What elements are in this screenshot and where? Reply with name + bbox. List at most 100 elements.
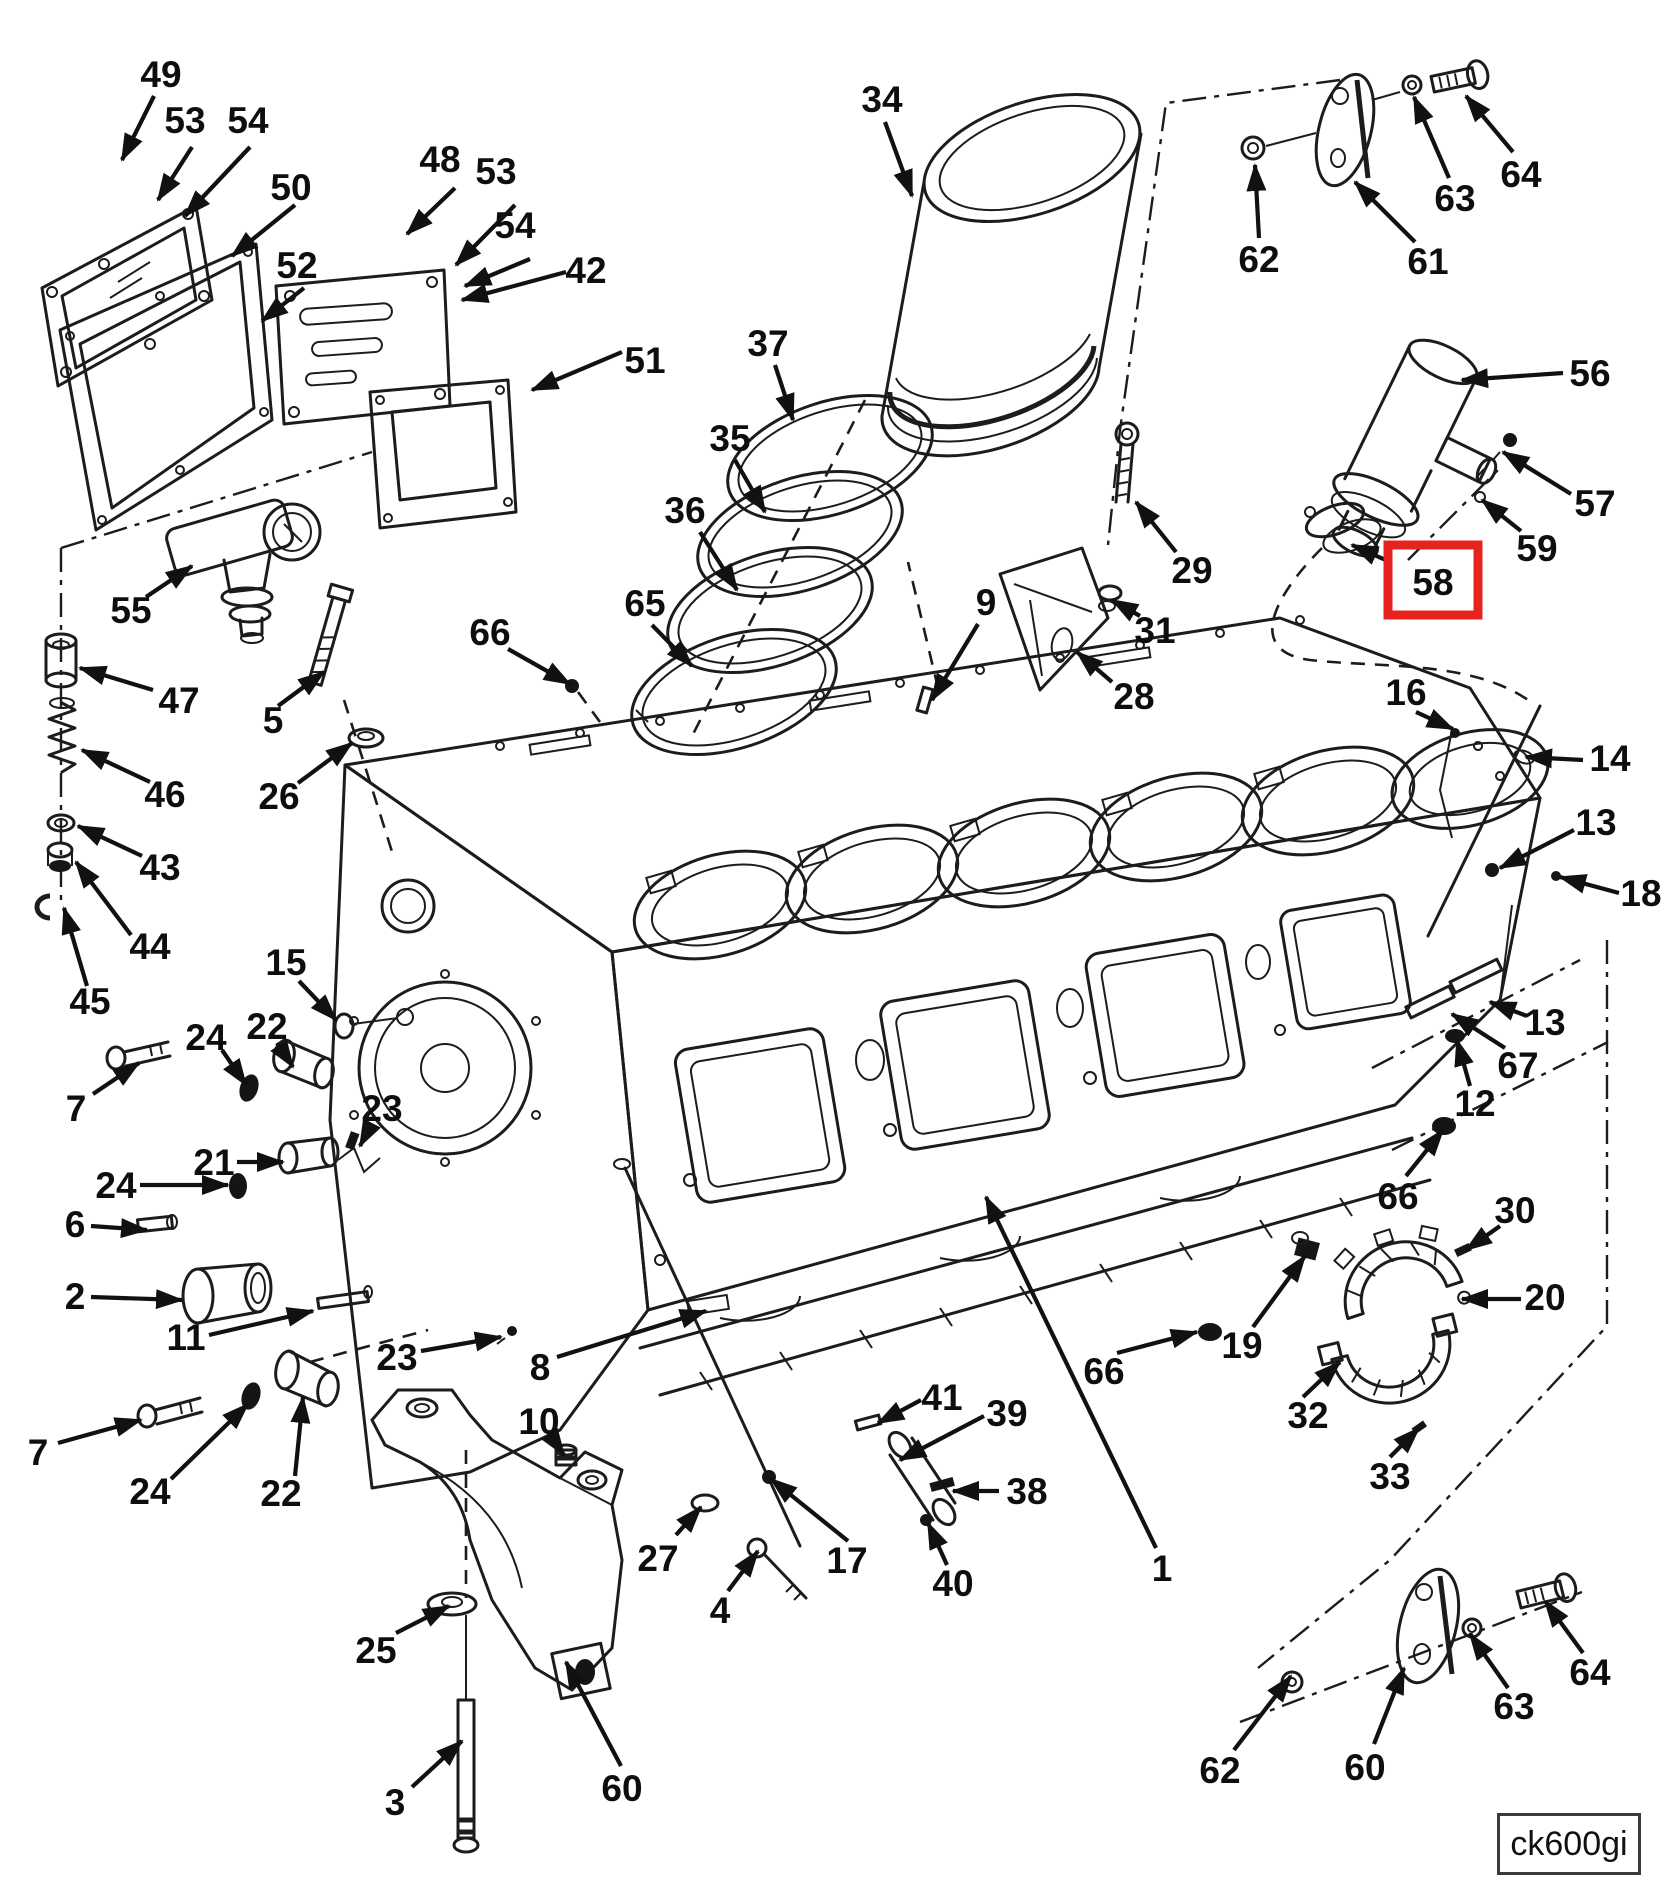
leader-3 bbox=[410, 1739, 464, 1789]
bolt-7-lower bbox=[136, 1396, 204, 1429]
leader-60b bbox=[1372, 1666, 1406, 1745]
piston-ring-36 bbox=[666, 545, 874, 675]
leader-23a bbox=[358, 1118, 381, 1148]
plug-66-right bbox=[1432, 1117, 1456, 1135]
engine-block-1 bbox=[328, 615, 1550, 1490]
leader-18 bbox=[1558, 874, 1620, 896]
part-label-22b: 22 bbox=[260, 1473, 301, 1514]
leader-lines bbox=[57, 94, 1620, 1789]
part-label-60b: 60 bbox=[1344, 1747, 1385, 1788]
leader-57 bbox=[1501, 450, 1573, 496]
leader-13b bbox=[1488, 1000, 1528, 1021]
leader-11 bbox=[208, 1307, 315, 1338]
plug-19 bbox=[1291, 1231, 1320, 1261]
part-label-34: 34 bbox=[861, 79, 903, 120]
leader-25 bbox=[395, 1604, 451, 1635]
part-label-47: 47 bbox=[158, 680, 199, 721]
washer-27 bbox=[690, 1493, 720, 1513]
part-label-13b: 13 bbox=[1524, 1002, 1565, 1043]
accessory-plate-42 bbox=[274, 268, 452, 426]
leader-51 bbox=[530, 350, 623, 392]
bolt-4 bbox=[746, 1537, 808, 1601]
leader-30 bbox=[1464, 1224, 1502, 1252]
part-label-22a: 22 bbox=[246, 1006, 287, 1047]
bearing-shell-32 bbox=[1316, 1312, 1459, 1405]
part-label-2: 2 bbox=[65, 1276, 86, 1317]
leader-66b bbox=[1404, 1128, 1445, 1178]
bracket-60-bottom bbox=[1395, 1567, 1461, 1685]
part-label-58: 58 bbox=[1412, 562, 1453, 603]
part-label-28: 28 bbox=[1113, 676, 1154, 717]
leader-53a bbox=[156, 145, 194, 202]
leader-41 bbox=[876, 1398, 922, 1425]
part-label-31: 31 bbox=[1134, 610, 1175, 651]
bolt-5 bbox=[307, 582, 355, 687]
leader-24a bbox=[220, 1048, 248, 1087]
washer-62-top bbox=[1240, 132, 1317, 161]
part-label-36: 36 bbox=[664, 490, 705, 531]
leader-23b bbox=[420, 1331, 503, 1354]
plate-gasket-51 bbox=[368, 378, 518, 530]
part-label-24b: 24 bbox=[95, 1165, 137, 1206]
part-label-16: 16 bbox=[1385, 672, 1426, 713]
bolt-64-top bbox=[1429, 59, 1490, 94]
stud-3 bbox=[452, 1615, 480, 1854]
leader-40 bbox=[926, 1521, 949, 1566]
dowel-pins-67-13 bbox=[1404, 957, 1504, 1043]
part-label-40: 40 bbox=[932, 1563, 973, 1604]
part-label-17: 17 bbox=[826, 1540, 867, 1581]
washer-43 bbox=[46, 813, 76, 833]
leader-31 bbox=[1110, 598, 1142, 622]
part-label-53b: 53 bbox=[475, 151, 516, 192]
leader-42 bbox=[460, 269, 567, 303]
bracket-28 bbox=[998, 546, 1110, 692]
leader-49 bbox=[120, 95, 156, 162]
bolt-64-bottom bbox=[1515, 1572, 1578, 1610]
leader-66c bbox=[1116, 1328, 1199, 1356]
leader-55 bbox=[144, 564, 194, 599]
part-label-24a: 24 bbox=[185, 1017, 227, 1058]
retainer-clip-45 bbox=[34, 893, 51, 921]
figure-code-box: ck600gi bbox=[1497, 1813, 1641, 1875]
part-label-44: 44 bbox=[129, 926, 171, 967]
part-label-24c: 24 bbox=[129, 1471, 171, 1512]
leader-63a bbox=[1412, 95, 1451, 179]
leader-22a bbox=[270, 1039, 295, 1069]
bushing-22-lower bbox=[274, 1349, 340, 1408]
part-label-48: 48 bbox=[419, 139, 460, 180]
leader-27 bbox=[674, 1505, 703, 1537]
part-label-67: 67 bbox=[1497, 1045, 1538, 1086]
part-label-62a: 62 bbox=[1238, 239, 1279, 280]
part-label-39: 39 bbox=[986, 1393, 1027, 1434]
leader-4 bbox=[726, 1549, 760, 1593]
leader-66a bbox=[506, 647, 572, 686]
part-label-65: 65 bbox=[624, 583, 665, 624]
piston-ring-35 bbox=[696, 469, 904, 599]
piston-ring-65 bbox=[630, 627, 838, 757]
leader-37 bbox=[773, 364, 795, 422]
part-label-6: 6 bbox=[65, 1204, 86, 1245]
washer-24-middle bbox=[229, 1173, 247, 1199]
part-label-15: 15 bbox=[265, 942, 306, 983]
part-label-21: 21 bbox=[193, 1142, 234, 1183]
leader-61 bbox=[1353, 180, 1417, 244]
part-label-3: 3 bbox=[385, 1782, 406, 1823]
part-label-23b: 23 bbox=[376, 1337, 417, 1378]
bushing-21 bbox=[277, 1136, 381, 1175]
part-label-25: 25 bbox=[355, 1630, 396, 1671]
part-label-50: 50 bbox=[270, 167, 311, 208]
leader-7a bbox=[91, 1061, 141, 1096]
pin-41 bbox=[853, 1413, 883, 1432]
leader-53b bbox=[454, 203, 517, 267]
part-label-20: 20 bbox=[1524, 1277, 1565, 1318]
part-label-11: 11 bbox=[166, 1317, 205, 1358]
main-bearing-cap-60 bbox=[370, 1388, 624, 1701]
part-label-13a: 13 bbox=[1575, 802, 1616, 843]
part-label-53a: 53 bbox=[164, 100, 205, 141]
pin-9 bbox=[915, 685, 935, 715]
part-label-66a: 66 bbox=[469, 612, 510, 653]
leader-63b bbox=[1468, 1632, 1510, 1690]
part-label-56: 56 bbox=[1569, 353, 1610, 394]
leader-50 bbox=[230, 203, 297, 258]
piston-ring-37 bbox=[726, 393, 934, 523]
